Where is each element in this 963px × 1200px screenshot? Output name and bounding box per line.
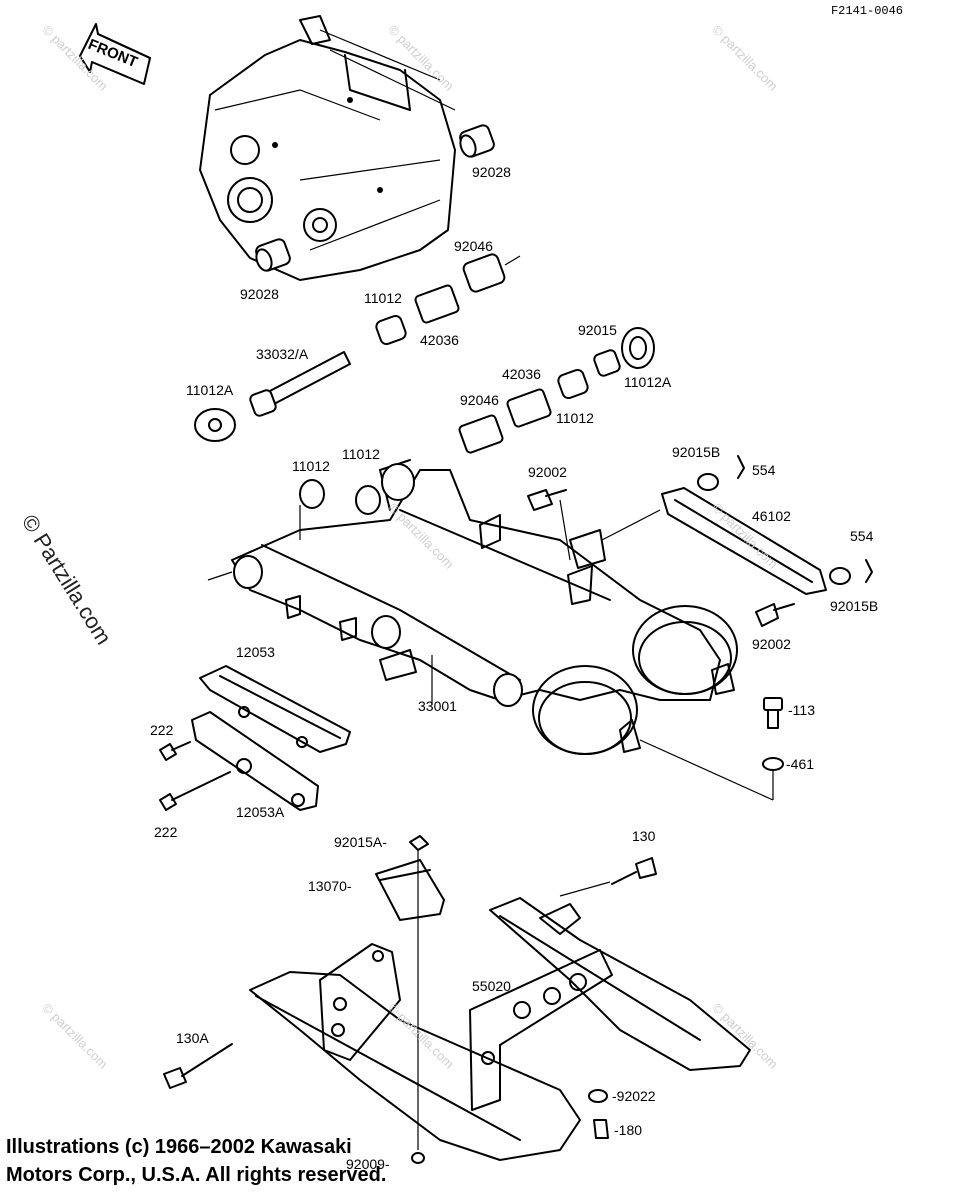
part-label: 92028 [240,286,279,302]
part-label: 92015 [578,322,617,338]
drawing-code: F2141-0046 [830,4,903,18]
copyright-line-1: Illustrations (c) 1966–2002 Kawasaki [6,1136,352,1158]
part-label: -180 [614,1122,643,1138]
bushing-92028-lower [255,238,291,272]
part-label: 222 [150,722,174,738]
torque-arm [527,455,873,627]
part-label: 11012 [342,446,380,462]
part-label: 12053 [236,644,275,660]
part-label: 92002 [528,464,567,480]
part-label: 42036 [420,332,459,348]
copyright-line-2: Motors Corp., U.S.A. All rights reserved… [6,1164,387,1186]
part-label: 11012 [556,410,594,426]
part-label: 42036 [502,366,541,382]
part-label: 12053A [236,804,285,820]
part-label: 92015B [830,598,879,614]
swingarm [207,459,738,755]
part-label: -113 [788,702,815,718]
part-label: 33032/A [256,346,309,362]
part-label: 92028 [472,164,511,180]
part-label: 130A [176,1030,209,1046]
pivot-parts [194,253,655,454]
part-label: -92022 [612,1088,656,1104]
engine-case [199,15,456,281]
bolt-113 [639,697,784,801]
part-label: 92046 [454,238,493,254]
part-label: 11012 [364,290,402,306]
part-label: -461 [786,756,815,772]
part-label: 554 [752,462,776,478]
part-label: 55020 [472,978,511,994]
part-label: 92002 [752,636,791,652]
part-label: 11012A [186,382,234,398]
part-label: 11012 [292,458,330,474]
part-label: 92015B [672,444,721,460]
part-label: 11012A [624,374,672,390]
part-label: 92009- [346,1156,390,1172]
part-label: 554 [850,528,874,544]
part-label: 92015A- [334,834,387,850]
chain-guard [159,665,351,811]
part-label: 13070- [308,878,352,894]
part-label: 130 [632,828,656,844]
part-label: 92046 [460,392,499,408]
part-label: 46102 [752,508,791,524]
stand [163,835,751,1164]
front-arrow-icon [79,23,151,85]
bushing-92028-upper [459,124,495,158]
part-label: 33001 [418,698,457,714]
part-label: 222 [154,824,178,840]
